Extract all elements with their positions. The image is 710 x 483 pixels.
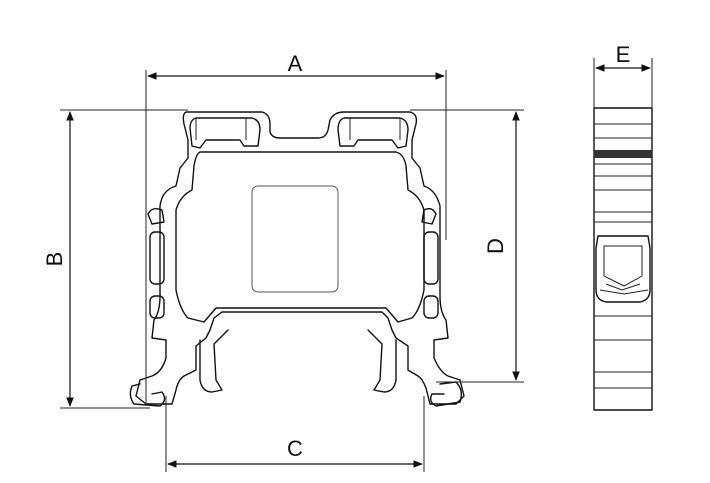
left-side-slot [149, 231, 165, 285]
right-lower-slot [423, 295, 439, 319]
right-clamp-opening [337, 117, 409, 149]
dimension-e-label: E [616, 42, 631, 67]
right-rail-clip [429, 381, 463, 407]
dimension-b: B [42, 109, 188, 409]
front-inner-outline [175, 151, 425, 323]
side-view [593, 107, 653, 411]
dimension-d-label: D [483, 238, 508, 254]
left-rail-clip [129, 383, 166, 407]
side-clamp-detail [595, 235, 651, 303]
left-upper-hook [147, 207, 165, 225]
right-side-slot [423, 231, 439, 285]
left-lower-slot [149, 295, 165, 319]
dimension-d: D [410, 109, 524, 383]
right-upper-hook [421, 207, 437, 225]
side-outline [593, 107, 653, 411]
front-outer-outline [135, 111, 465, 405]
dimension-a: A [145, 51, 447, 404]
dimension-e: E [593, 42, 653, 108]
marking-label-area [251, 185, 339, 293]
dimension-b-label: B [42, 252, 67, 267]
dimension-a-label: A [288, 51, 303, 76]
right-inner-leg [367, 329, 397, 393]
dimension-c-label: C [287, 436, 303, 461]
dimension-c: C [165, 396, 425, 472]
left-clamp-opening [189, 117, 261, 149]
front-view [129, 111, 465, 407]
left-inner-leg [199, 329, 229, 393]
